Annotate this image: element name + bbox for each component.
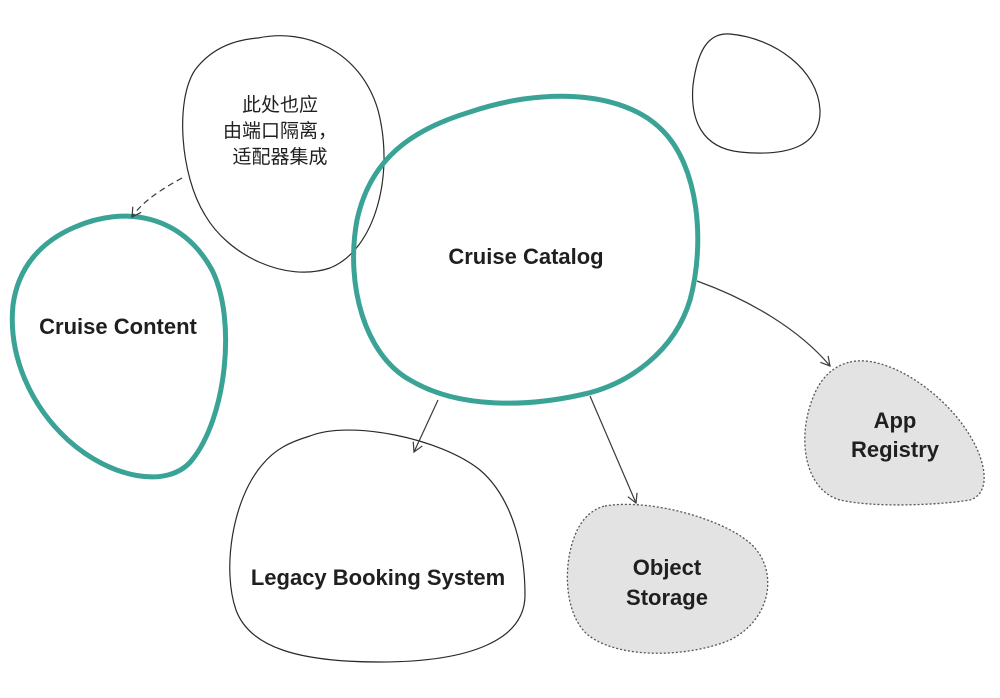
cruise-content-label: Cruise Content: [39, 314, 197, 339]
arrow-catalog-to-legacy: [412, 399, 439, 454]
note-text-line-3: 适配器集成: [232, 146, 327, 168]
object-storage-label-line-1: Object: [633, 555, 702, 580]
app-registry-outline: [804, 360, 985, 506]
arrow-note-to-cruise-content: [131, 177, 183, 219]
legacy-booking-label: Legacy Booking System: [251, 565, 505, 590]
arrow-catalog-to-object-storage: [589, 395, 638, 505]
note-text-line-1: 此处也应: [242, 94, 318, 116]
object-storage-label-line-2: Storage: [626, 585, 708, 610]
note-bubble: [182, 35, 385, 273]
cruise-content-outline: [9, 213, 229, 480]
arrow-catalog-to-app-registry: [696, 280, 831, 367]
cruise-catalog-outline: [351, 93, 701, 406]
note-text-line-2: 由端口隔离，: [223, 120, 337, 142]
cruise-catalog-label: Cruise Catalog: [448, 244, 603, 269]
legacy-booking-outline: [229, 429, 526, 663]
app-registry-label-line-2: Registry: [851, 437, 940, 462]
app-registry-label-line-1: App: [874, 408, 917, 433]
empty-context-blob: [691, 33, 821, 154]
object-storage-outline: [566, 503, 769, 654]
